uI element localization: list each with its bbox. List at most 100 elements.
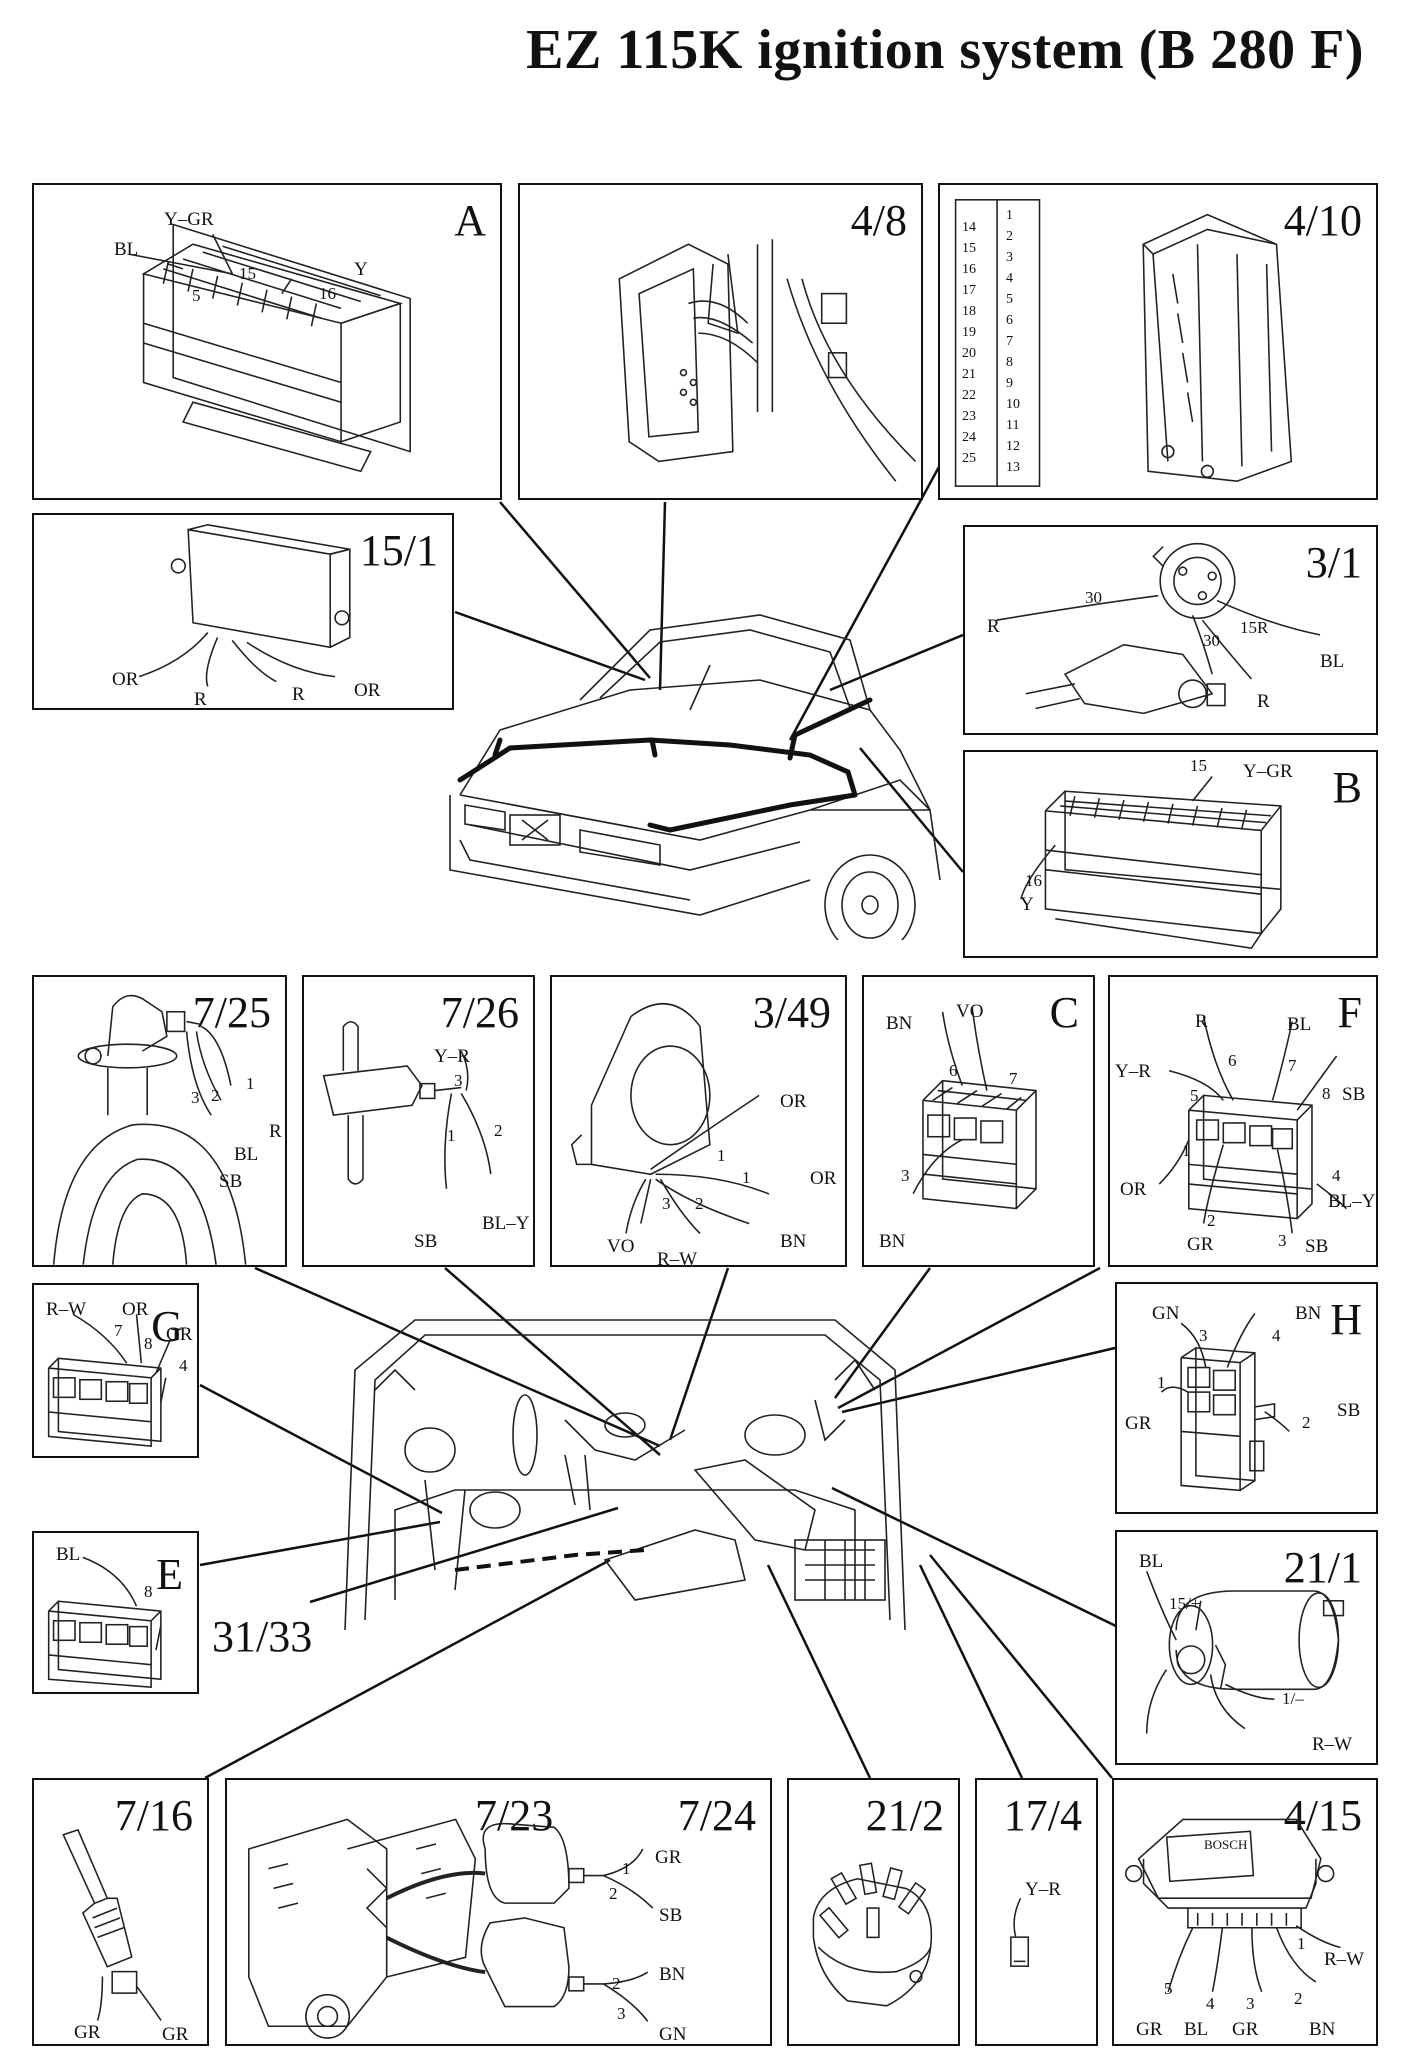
terminal-label-15: 15/+ xyxy=(1169,1594,1201,1613)
wire-label-gr: GR xyxy=(166,1324,193,1345)
panel-code: 4/8 xyxy=(850,196,907,245)
panel-code: G xyxy=(151,1302,183,1351)
wire-label-gr: GR xyxy=(1187,1234,1214,1255)
plug-drawing xyxy=(1010,1898,1030,1967)
panel-connector-e: E BL 8 xyxy=(32,1531,199,1694)
panel-code: 21/2 xyxy=(865,1791,944,1840)
pin-label-2: 2 xyxy=(695,1194,704,1213)
relay-drawing xyxy=(138,523,351,687)
wire-label-bl: BL xyxy=(114,239,139,260)
pin-label-7: 7 xyxy=(1288,1056,1297,1075)
wire-label-y: Y xyxy=(1020,894,1034,915)
car-illustration xyxy=(449,614,941,940)
pin-label-3: 3 xyxy=(1246,1994,1255,2013)
pin-label-3: 3 xyxy=(1199,1326,1208,1345)
pin-label-3: 3 xyxy=(901,1166,910,1185)
wire-label-r-right: R xyxy=(292,684,305,705)
pin-label-4: 4 xyxy=(1206,1994,1215,2013)
engine-bay-illustration xyxy=(344,1319,906,1631)
panel-code: C xyxy=(1049,988,1079,1037)
pin-label-5: 5 xyxy=(1164,1979,1173,1998)
pin-label-2-top: 2 xyxy=(609,1884,618,1903)
panel-code: 3/1 xyxy=(1305,538,1362,587)
panel-connector-f: F R BL 6 7 Y–R 5 8 SB 1 OR 4 BL–Y 2 GR 3… xyxy=(1108,975,1378,1267)
panel-7-16: 7/16 GR GR xyxy=(32,1778,209,2046)
pin-label-7: 7 xyxy=(114,1321,123,1340)
wire-label-sb: SB xyxy=(219,1171,243,1192)
pin-label-1: 1 xyxy=(246,1074,255,1093)
wire-label-or-left: OR xyxy=(112,669,139,690)
panel-code: 7/16 xyxy=(114,1791,193,1840)
pin-label-2: 2 xyxy=(494,1121,503,1140)
pin-label-4: 4 xyxy=(1332,1166,1341,1185)
wire-label-bl: BL xyxy=(1287,1014,1312,1035)
sensor-drawing xyxy=(322,1020,492,1189)
connector-drawing xyxy=(47,1313,172,1448)
wire-label-gn: GN xyxy=(659,2024,687,2045)
connector-drawing xyxy=(47,1556,162,1688)
panel-connector-c: C BN VO 6 7 3 BN xyxy=(862,975,1095,1267)
wire-label-gn: GN xyxy=(1152,1303,1180,1324)
pin-label-3: 3 xyxy=(617,2004,626,2023)
wire-label-r: R xyxy=(1195,1011,1208,1032)
wire-label-bly: BL–Y xyxy=(1328,1191,1376,1212)
pin-label-3: 3 xyxy=(454,1071,463,1090)
wire-label-r-left: R xyxy=(194,689,207,710)
wire-label-sb: SB xyxy=(414,1231,438,1252)
panel-code: 4/10 xyxy=(1283,196,1362,245)
pin-label-5: 5 xyxy=(1190,1086,1199,1105)
ignition-switch-drawing xyxy=(996,542,1321,715)
wire-label-yr: Y–R xyxy=(1115,1061,1151,1082)
pin-label-6: 6 xyxy=(1228,1051,1237,1070)
panel-3-49: 3/49 OR 1 1 OR 3 2 VO R–W BN xyxy=(550,975,847,1267)
panel-3-1: 3/1 30 R 15R 30 BL R xyxy=(963,525,1378,735)
wire-label-rw: R–W xyxy=(1324,1949,1365,1970)
wire-label-r: R xyxy=(269,1121,282,1142)
wire-label-rw: R–W xyxy=(1312,1734,1353,1755)
wire-label-or: OR xyxy=(1120,1179,1147,1200)
wire-label-r-bottom: R xyxy=(1257,691,1270,712)
wire-label-or-bottom: OR xyxy=(810,1168,837,1189)
pin-label-2: 2 xyxy=(211,1086,220,1105)
panel-code: B xyxy=(1332,763,1362,812)
wire-label-bn: BN xyxy=(1295,1303,1322,1324)
panel-code: 7/26 xyxy=(440,988,519,1037)
callout-31-33: 31/33 xyxy=(212,1612,313,1661)
pin-label-1b: 1 xyxy=(742,1168,751,1187)
control-module-drawing xyxy=(1125,1818,1341,1993)
wire-label-gr: GR xyxy=(655,1847,682,1868)
wire-label-sb: SB xyxy=(1337,1400,1361,1421)
pin-label-4: 4 xyxy=(1272,1326,1281,1345)
terminal-label-30-right: 30 xyxy=(1203,631,1220,650)
connector-drawing xyxy=(1158,1016,1348,1234)
wire-label-yr: Y–R xyxy=(434,1046,470,1067)
panel-code: E xyxy=(156,1550,183,1599)
panel-code: 17/4 xyxy=(1003,1791,1082,1840)
pin-label-15: 15 xyxy=(239,264,256,283)
pin-label-15: 15 xyxy=(1190,756,1207,775)
panel-code: F xyxy=(1337,988,1362,1037)
pin-label-1: 1 xyxy=(447,1126,456,1145)
panel-code-7-24: 7/24 xyxy=(677,1791,756,1840)
wire-label-ygr: Y–GR xyxy=(164,209,214,230)
wire-label-y: Y xyxy=(354,259,368,280)
panel-code: 15/1 xyxy=(359,526,438,575)
pin-label-8: 8 xyxy=(144,1582,153,1601)
ignition-coil-drawing xyxy=(1145,1571,1345,1734)
wire-label-or: OR xyxy=(122,1299,149,1320)
panel-code: H xyxy=(1330,1295,1362,1344)
wire-label-rw: R–W xyxy=(657,1249,698,1267)
pin-label-2: 2 xyxy=(1207,1211,1216,1230)
panel-connector-h: H GN BN 3 4 1 GR 2 SB xyxy=(1115,1282,1378,1514)
terminal-label-1: 1/– xyxy=(1282,1689,1304,1708)
wire-label-sb-bottom: SB xyxy=(1305,1236,1329,1257)
panel-connector-b: B 15 Y–GR 16 Y xyxy=(963,750,1378,958)
wire-label-vo: VO xyxy=(956,1001,984,1022)
pin-label-3: 3 xyxy=(191,1088,200,1107)
pin-label-16: 16 xyxy=(319,284,336,303)
wire-label-gr-left: GR xyxy=(1136,2019,1163,2040)
wire-label-sb-top: SB xyxy=(1342,1084,1366,1105)
wire-label-yr: Y–R xyxy=(1025,1879,1061,1900)
